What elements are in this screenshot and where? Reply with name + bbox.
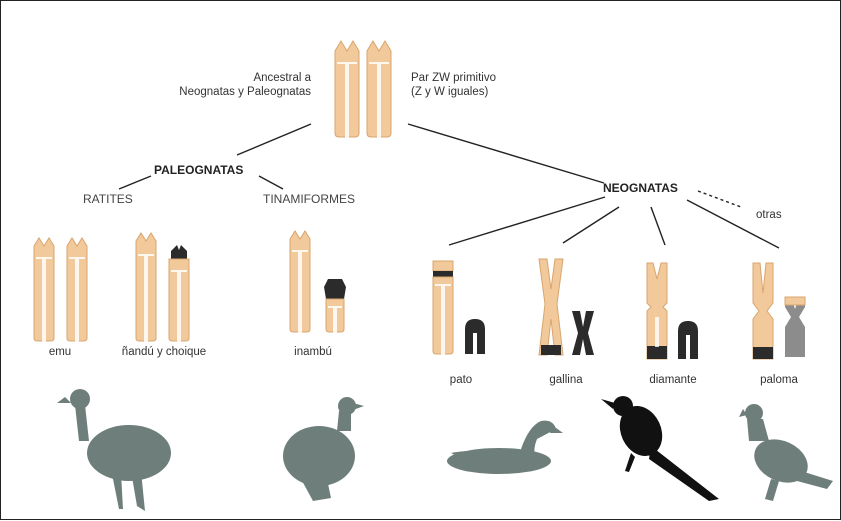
species-label-inambu: inambú xyxy=(294,345,332,359)
diamante-chromosome-z xyxy=(647,263,667,359)
inambu-chromosome-w xyxy=(324,279,346,332)
paleo-to-tinamiformes-line xyxy=(259,176,283,189)
emu-silhouette-icon xyxy=(57,389,171,511)
species-label-paloma: paloma xyxy=(760,373,798,387)
root-right-line-1: Par ZW primitivo xyxy=(411,71,496,85)
root-to-neognatas-line xyxy=(408,124,604,183)
pigeon-silhouette-icon xyxy=(739,404,833,501)
root-chromosome-z xyxy=(335,41,359,137)
neo-to-diamante-line xyxy=(651,207,665,245)
group-label-neognatas: NEOGNATAS xyxy=(603,181,678,195)
root-chromosome-pair xyxy=(335,41,391,137)
emu-chromosome-z xyxy=(34,238,54,341)
species-label-emu: emu xyxy=(49,345,71,359)
diamante-chromosome-pair xyxy=(647,263,698,359)
paloma-chromosome-w xyxy=(785,297,805,357)
root-right-line-2: (Z y W iguales) xyxy=(411,85,496,99)
pato-chromosome-z xyxy=(433,261,453,354)
emu-chromosome-w xyxy=(67,238,87,341)
nandu-chromosome-z xyxy=(136,233,156,341)
root-right-label: Par ZW primitivo (Z y W iguales) xyxy=(411,71,496,99)
duck-silhouette-icon xyxy=(447,421,563,474)
group-label-paleognatas: PALEOGNATAS xyxy=(154,163,243,177)
neo-to-gallina-line xyxy=(563,207,619,243)
neo-to-pato-line xyxy=(449,197,605,245)
root-left-line-2: Neognatas y Paleognatas xyxy=(151,85,311,99)
species-label-nandu: ñandú y choique xyxy=(122,345,206,359)
paloma-chromosome-pair xyxy=(753,263,805,359)
species-label-gallina: gallina xyxy=(549,373,582,387)
species-label-diamante: diamante xyxy=(649,373,696,387)
pato-chromosome-w xyxy=(465,319,485,354)
nandu-chromosome-w xyxy=(169,245,189,341)
group-label-tinamiformes: TINAMIFORMES xyxy=(263,192,355,206)
paleo-to-ratites-line xyxy=(119,176,151,189)
inambu-chromosome-z xyxy=(290,231,310,332)
nandu-chromosome-pair xyxy=(136,233,189,341)
gallina-chromosome-w xyxy=(572,311,594,355)
diamante-chromosome-w xyxy=(678,321,698,359)
species-label-pato: pato xyxy=(450,373,472,387)
root-chromosome-w xyxy=(367,41,391,137)
root-to-paleognatas-line xyxy=(237,124,311,155)
root-left-line-1: Ancestral a xyxy=(151,71,311,85)
root-left-label: Ancestral a Neognatas y Paleognatas xyxy=(151,71,311,99)
emu-chromosome-pair xyxy=(34,238,87,341)
pato-chromosome-pair xyxy=(433,261,485,354)
paloma-chromosome-z xyxy=(753,263,773,359)
inambu-chromosome-pair xyxy=(290,231,346,332)
finch-silhouette-icon xyxy=(601,396,719,501)
tree-lines xyxy=(119,124,779,248)
tinamou-silhouette-icon xyxy=(283,397,364,501)
group-label-ratites: RATITES xyxy=(83,192,133,206)
neo-to-otras-dashed-line xyxy=(698,191,741,207)
gallina-chromosome-z xyxy=(539,259,563,355)
gallina-chromosome-pair xyxy=(539,259,594,355)
group-label-otras: otras xyxy=(756,208,782,222)
